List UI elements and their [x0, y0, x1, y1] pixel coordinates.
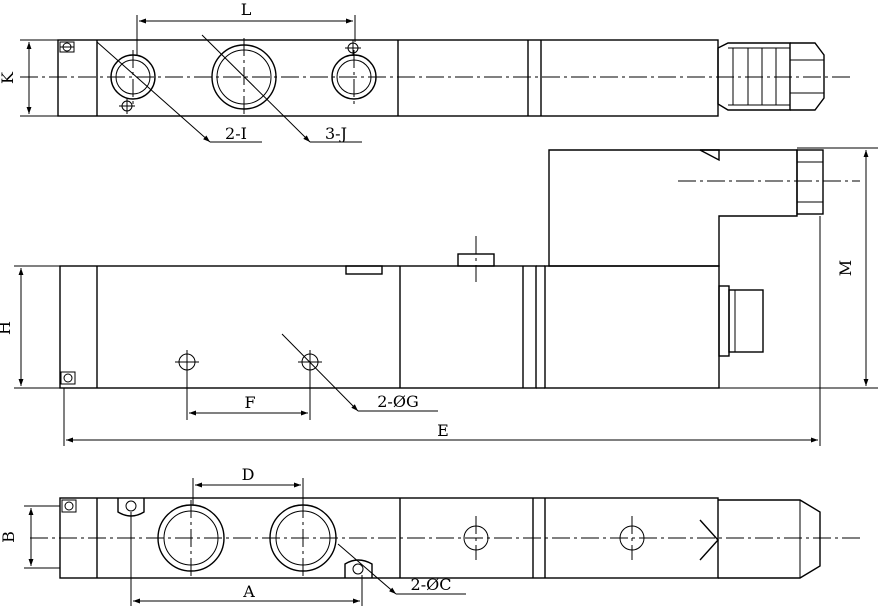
bottom-view-groove [699, 519, 719, 561]
bottom-view-nut [718, 499, 821, 579]
dimension-m-label: M [836, 260, 855, 276]
bottom-view: D A B 2-ØC [0, 465, 860, 606]
top-view-body [57, 39, 719, 117]
front-view-body [59, 265, 537, 389]
front-view-screw-cap [60, 371, 76, 385]
hole-c-label: 2-ØC [411, 575, 452, 594]
bottom-view-screw-cap [61, 499, 77, 513]
port-i-label: 2-I [225, 124, 247, 143]
port-j-label: 3-J [325, 124, 347, 143]
dimension-h-label: H [0, 321, 14, 335]
bottom-view-ear-2 [344, 559, 373, 578]
dimension-k-label: K [0, 71, 17, 84]
front-view-cable-gland [796, 149, 824, 215]
front-view: F 2-ØG H M E [0, 147, 878, 446]
dimension-d-label: D [242, 465, 255, 484]
front-view-coil [544, 265, 720, 389]
dimension-e-label: E [437, 421, 449, 440]
dimension-b-label: B [0, 531, 18, 543]
hole-g-label: 2-ØG [377, 392, 418, 411]
front-view-tab [345, 265, 383, 275]
top-view-nut [790, 42, 825, 111]
dimension-a-label: A [242, 582, 255, 601]
front-view-connector-box [548, 149, 798, 267]
top-view: L K 2-I 3-J [0, 0, 850, 143]
dimension-f-label: F [244, 393, 255, 412]
front-view-coil-terminal [728, 289, 764, 353]
dimension-l-label: L [241, 0, 252, 19]
